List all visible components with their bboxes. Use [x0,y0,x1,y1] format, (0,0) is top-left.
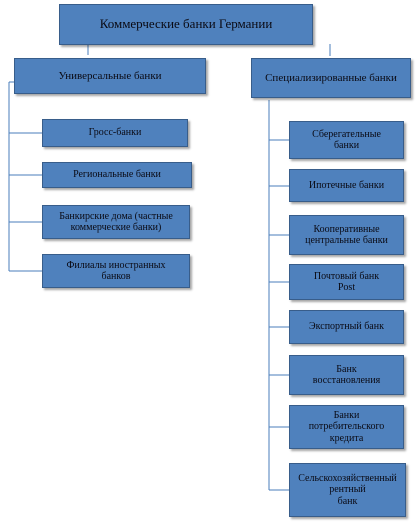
special-item-reconstruction: Банк восстановления [289,355,404,395]
special-item-label: Почтовый банк Post [313,270,380,294]
root-box: Коммерческие банки Германии [59,4,313,45]
universal-item-label: Гросс-банки [88,127,142,139]
special-item-export: Экспортный банк [289,310,404,344]
root-title: Коммерческие банки Германии [99,16,273,32]
special-item-label: Сберегательные банки [312,128,381,152]
special-item-label: Экспортный банк [309,321,384,333]
special-item-label: Ипотечные банки [308,179,385,191]
special-item-agricultural: Сельскохозяйственный рентный банк [289,463,406,517]
special-item-label: Кооперативные центральные банки [305,223,388,247]
special-item-savings: Сберегательные банки [289,121,404,159]
universal-item-gross: Гросс-банки [42,119,188,147]
universal-item-label: Филиалы иностранных банков [66,259,166,283]
universal-banks-box: Универсальные банки [14,58,206,94]
special-item-mortgage: Ипотечные банки [289,169,404,202]
special-item-label: Банки потребительского кредита [308,409,385,444]
specialized-banks-title: Специализированные банки [265,71,397,84]
special-item-consumer-credit: Банки потребительского кредита [289,405,404,449]
universal-item-regional: Региональные банки [42,162,192,188]
universal-item-foreign: Филиалы иностранных банков [42,254,190,288]
special-item-label: Банк восстановления [312,363,381,387]
universal-item-label: Региональные банки [73,169,161,181]
special-item-postbank: Почтовый банк Post [289,264,404,300]
special-item-cooperative: Кооперативные центральные банки [289,215,404,255]
universal-item-private: Банкирские дома (частные коммерческие ба… [42,205,190,239]
universal-banks-title: Универсальные банки [58,69,162,82]
specialized-banks-box: Специализированные банки [251,58,411,98]
universal-item-label: Банкирские дома (частные коммерческие ба… [59,210,173,234]
special-item-label: Сельскохозяйственный рентный банк [298,472,397,507]
